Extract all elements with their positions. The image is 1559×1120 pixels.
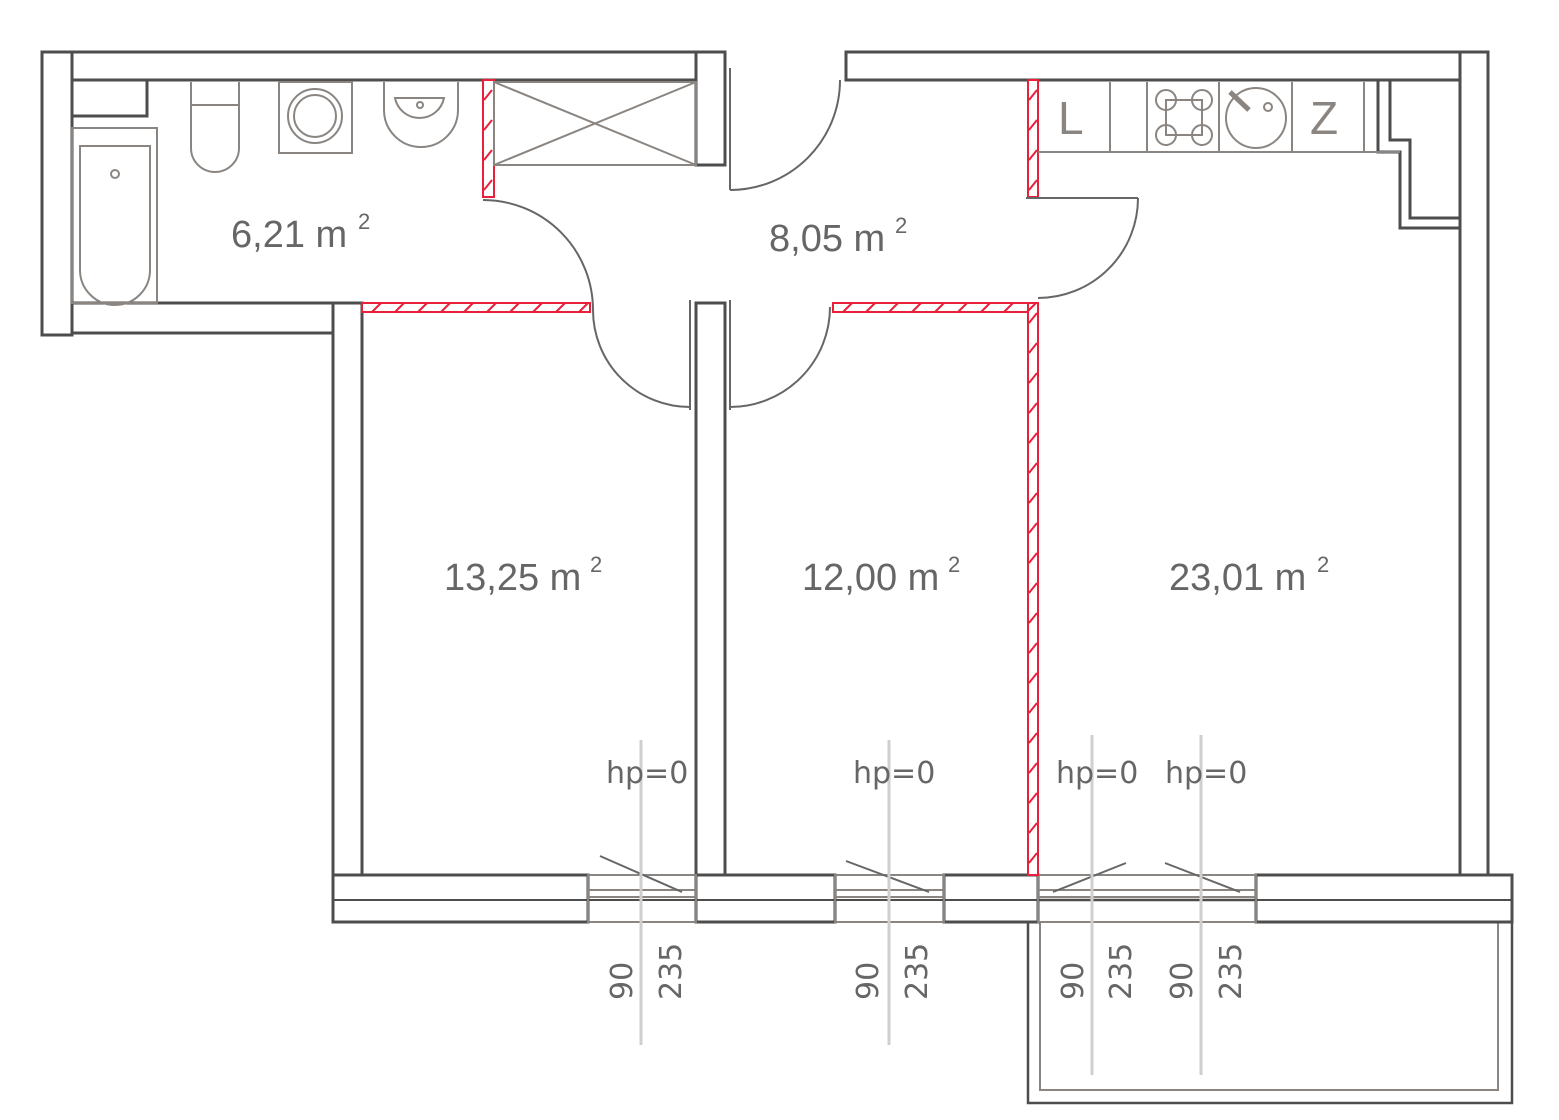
room-area-bedroom-1: 13,25 m [444, 557, 581, 599]
window-3-sill: hp=0 [1056, 756, 1138, 791]
hatch-mark [1028, 702, 1038, 714]
room-area-living-kitchen: 23,01 m [1169, 557, 1306, 599]
kitchen-door [1037, 197, 1139, 299]
hatch-mark [486, 302, 497, 313]
wardrobe-icon [493, 81, 697, 166]
hatch-mark [1028, 582, 1038, 594]
room-area-hall: 8,05 m [769, 218, 885, 260]
window-3-height: 235 [1104, 943, 1139, 1000]
exterior-walls [40, 50, 1514, 924]
bathroom-door [482, 199, 594, 311]
room-area-bathroom: 6,21 m [231, 214, 347, 256]
doors [482, 68, 1139, 410]
hatch-mark [1028, 342, 1038, 354]
hatch-mark [1028, 672, 1038, 684]
svg-text:2: 2 [358, 209, 370, 234]
hatch-mark [1028, 852, 1038, 864]
window-1-sill: hp=0 [606, 756, 688, 791]
hatch-mark [1028, 762, 1038, 774]
hatch-mark [1028, 522, 1038, 534]
dishwasher-label: Z [1310, 92, 1338, 144]
entry-door [729, 79, 841, 191]
cooktop-icon [1155, 89, 1213, 146]
hatch-mark [842, 302, 853, 313]
window-2-width: 90 [851, 962, 886, 1000]
hatch-mark [483, 179, 493, 191]
kitchen-counter: L Z [1038, 82, 1400, 153]
window-1-width: 90 [605, 962, 640, 1000]
hatch-mark [911, 302, 922, 313]
hatch-mark [1028, 792, 1038, 804]
hatch-mark [1028, 179, 1038, 191]
window-4-width: 90 [1165, 962, 1200, 1000]
hatch-mark [1028, 822, 1038, 834]
hatch-mark [1026, 302, 1037, 313]
hatch-mark [440, 302, 451, 313]
svg-text:2: 2 [1317, 552, 1329, 577]
window-2-height: 235 [900, 943, 935, 1000]
toilet-icon [190, 82, 240, 173]
window-4-sill: hp=0 [1165, 756, 1247, 791]
svg-text:2: 2 [895, 213, 907, 238]
sink-icon [383, 82, 459, 148]
hatch-mark [394, 302, 405, 313]
hatch-mark [1028, 642, 1038, 654]
balcony [1026, 898, 1514, 1105]
hatch-mark [1028, 732, 1038, 744]
hatch-mark [1028, 492, 1038, 504]
window-1-height: 235 [654, 943, 689, 1000]
hatch-mark [888, 302, 899, 313]
hatch-mark [865, 302, 876, 313]
hatch-mark [555, 302, 566, 313]
window-2-sill: hp=0 [853, 756, 935, 791]
hatch-mark [1028, 372, 1038, 384]
bathtub-icon [71, 127, 158, 306]
room-labels: 6,21 m 2 8,05 m 2 13,25 m 2 12,00 m 2 23… [231, 209, 1329, 599]
hatch-mark [980, 302, 991, 313]
hatch-mark [1028, 89, 1038, 101]
hatch-mark [483, 89, 493, 101]
bedroom-2-door [729, 306, 831, 408]
hatch-mark [1028, 552, 1038, 564]
window-3-width: 90 [1056, 962, 1091, 1000]
hatch-mark [1028, 432, 1038, 444]
washing-machine-icon [278, 81, 353, 154]
hatch-mark [1028, 612, 1038, 624]
new-partitions [361, 79, 1039, 876]
hatch-mark [463, 302, 474, 313]
bathroom-fixtures [71, 81, 697, 306]
hatch-mark [1028, 119, 1038, 131]
hatch-mark [1028, 402, 1038, 414]
hatch-mark [509, 302, 520, 313]
window-dimensions: hp=0 hp=0 hp=0 hp=0 90 235 90 235 90 235… [605, 735, 1249, 1075]
window-4-height: 235 [1214, 943, 1249, 1000]
kitchen-sink-icon [1225, 87, 1287, 149]
hatch-mark [578, 302, 589, 313]
hatch-mark [1028, 312, 1038, 324]
hatch-mark [1003, 302, 1014, 313]
hatch-mark [483, 119, 493, 131]
room-area-bedroom-2: 12,00 m [802, 557, 939, 599]
hatch-mark [417, 302, 428, 313]
hatch-mark [371, 302, 382, 313]
bedroom-1-door [592, 309, 691, 408]
fridge-label: L [1058, 92, 1084, 144]
hatch-mark [532, 302, 543, 313]
window-balcony-door [1037, 862, 1257, 923]
hatch-mark [1028, 149, 1038, 161]
hatch-mark [957, 302, 968, 313]
svg-text:2: 2 [590, 552, 602, 577]
svg-text:2: 2 [948, 552, 960, 577]
hatch-mark [934, 302, 945, 313]
hatch-mark [1028, 462, 1038, 474]
hatch-mark [483, 149, 493, 161]
